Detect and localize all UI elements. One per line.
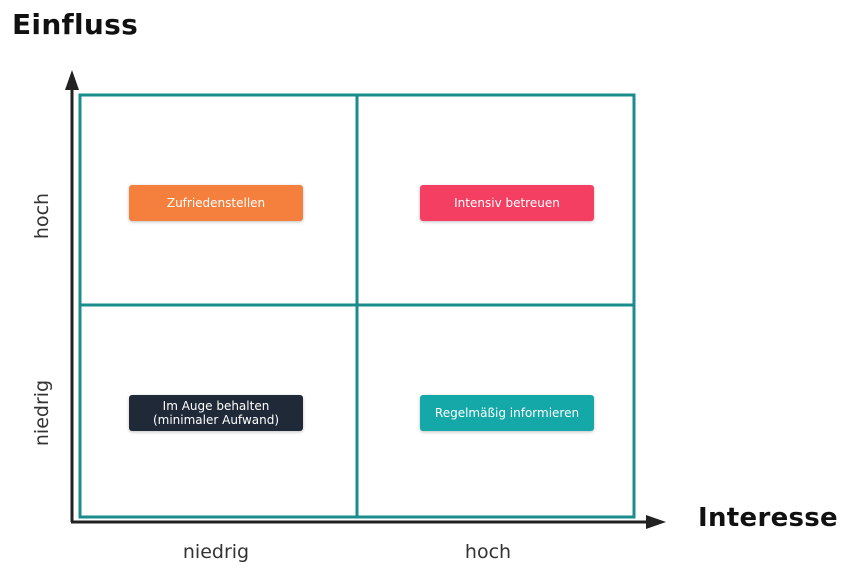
quadrant-label-keep-informed: Regelmäßig informieren	[420, 395, 594, 431]
quadrant-label-manage-closely: Intensiv betreuen	[420, 185, 594, 221]
x-tick-low: niedrig	[182, 541, 250, 563]
y-tick-low: niedrig	[31, 379, 53, 447]
quadrant-label-satisfy: Zufriedenstellen	[129, 185, 303, 221]
quadrant-label-monitor: Im Auge behalten (minimaler Aufwand)	[129, 395, 303, 431]
y-axis-arrowhead-icon	[65, 70, 79, 90]
y-axis-title: Einfluss	[12, 8, 139, 41]
x-axis-arrowhead-icon	[646, 515, 666, 529]
x-axis-title: Interesse	[698, 503, 838, 533]
x-tick-high: hoch	[464, 541, 512, 563]
y-tick-high: hoch	[31, 192, 53, 240]
